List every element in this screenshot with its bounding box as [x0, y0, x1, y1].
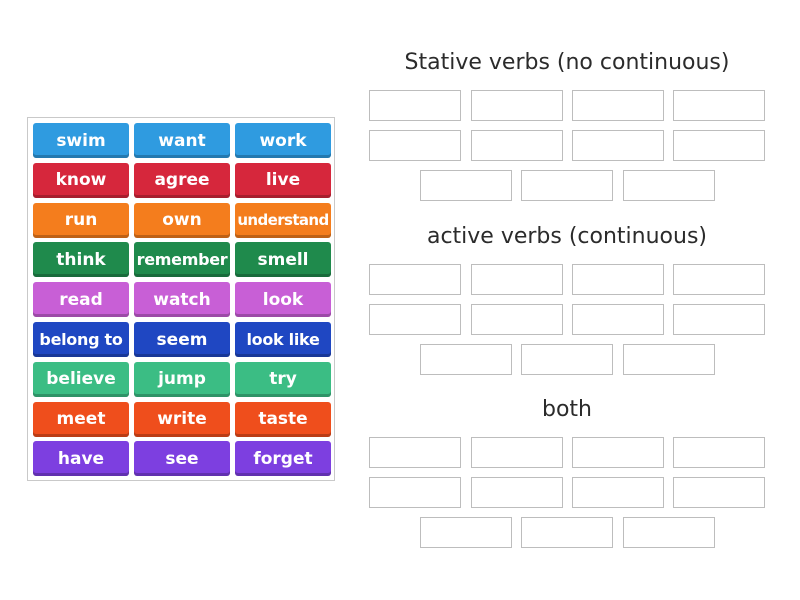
drop-slot[interactable]: [369, 90, 461, 121]
word-tile[interactable]: have: [33, 441, 129, 477]
word-tile[interactable]: look like: [235, 322, 331, 357]
drop-slot[interactable]: [572, 264, 664, 295]
drop-slot[interactable]: [623, 170, 715, 201]
drop-slot[interactable]: [471, 477, 563, 508]
word-tile[interactable]: try: [235, 361, 331, 397]
drop-slot[interactable]: [471, 304, 563, 335]
drop-slot[interactable]: [673, 264, 765, 295]
drop-slot[interactable]: [623, 517, 715, 548]
drop-slot[interactable]: [369, 264, 461, 295]
word-tile[interactable]: meet: [33, 401, 129, 437]
drop-slot[interactable]: [572, 304, 664, 335]
word-tile[interactable]: know: [33, 162, 129, 198]
drop-slot[interactable]: [471, 437, 563, 468]
drop-slot[interactable]: [369, 477, 461, 508]
word-tile[interactable]: agree: [134, 162, 230, 198]
drop-slot[interactable]: [673, 437, 765, 468]
drop-slot[interactable]: [623, 344, 715, 375]
drop-slot[interactable]: [673, 90, 765, 121]
drop-slot[interactable]: [673, 130, 765, 161]
word-tile[interactable]: remember: [134, 242, 230, 278]
word-tile[interactable]: own: [134, 202, 230, 238]
drop-slot[interactable]: [420, 344, 512, 375]
word-tile[interactable]: work: [235, 123, 331, 158]
word-tile[interactable]: smell: [235, 242, 331, 278]
word-tile[interactable]: understand: [235, 202, 331, 238]
word-tile[interactable]: swim: [33, 123, 129, 158]
drop-slot[interactable]: [369, 130, 461, 161]
word-tile[interactable]: watch: [134, 282, 230, 318]
word-tile[interactable]: look: [235, 282, 331, 318]
group-title: Stative verbs (no continuous): [404, 50, 730, 75]
word-tile[interactable]: jump: [134, 361, 230, 397]
word-tile[interactable]: believe: [33, 361, 129, 397]
word-tile[interactable]: want: [134, 123, 230, 158]
word-tile[interactable]: think: [33, 242, 129, 278]
drop-slot[interactable]: [521, 170, 613, 201]
word-tile[interactable]: taste: [235, 401, 331, 437]
word-tile[interactable]: write: [134, 401, 230, 437]
word-tile[interactable]: run: [33, 202, 129, 238]
drop-slot[interactable]: [420, 517, 512, 548]
word-tile[interactable]: seem: [134, 322, 230, 357]
drop-slot[interactable]: [673, 304, 765, 335]
group-title: active verbs (continuous): [426, 224, 708, 249]
group-title: both: [542, 397, 592, 422]
drop-slot[interactable]: [521, 517, 613, 548]
word-tile[interactable]: belong to: [33, 322, 129, 357]
drop-slot[interactable]: [572, 437, 664, 468]
drop-slot[interactable]: [572, 130, 664, 161]
drop-slot[interactable]: [471, 90, 563, 121]
drop-slot[interactable]: [369, 304, 461, 335]
drop-slot[interactable]: [369, 437, 461, 468]
drop-slot[interactable]: [420, 170, 512, 201]
drop-slot[interactable]: [673, 477, 765, 508]
drop-slot[interactable]: [521, 344, 613, 375]
drop-slot[interactable]: [471, 264, 563, 295]
drop-slot[interactable]: [572, 477, 664, 508]
word-tile[interactable]: forget: [235, 441, 331, 477]
word-tile[interactable]: see: [134, 441, 230, 477]
drop-slot[interactable]: [572, 90, 664, 121]
word-tile[interactable]: read: [33, 282, 129, 318]
drop-slot[interactable]: [471, 130, 563, 161]
word-tile[interactable]: live: [235, 162, 331, 198]
